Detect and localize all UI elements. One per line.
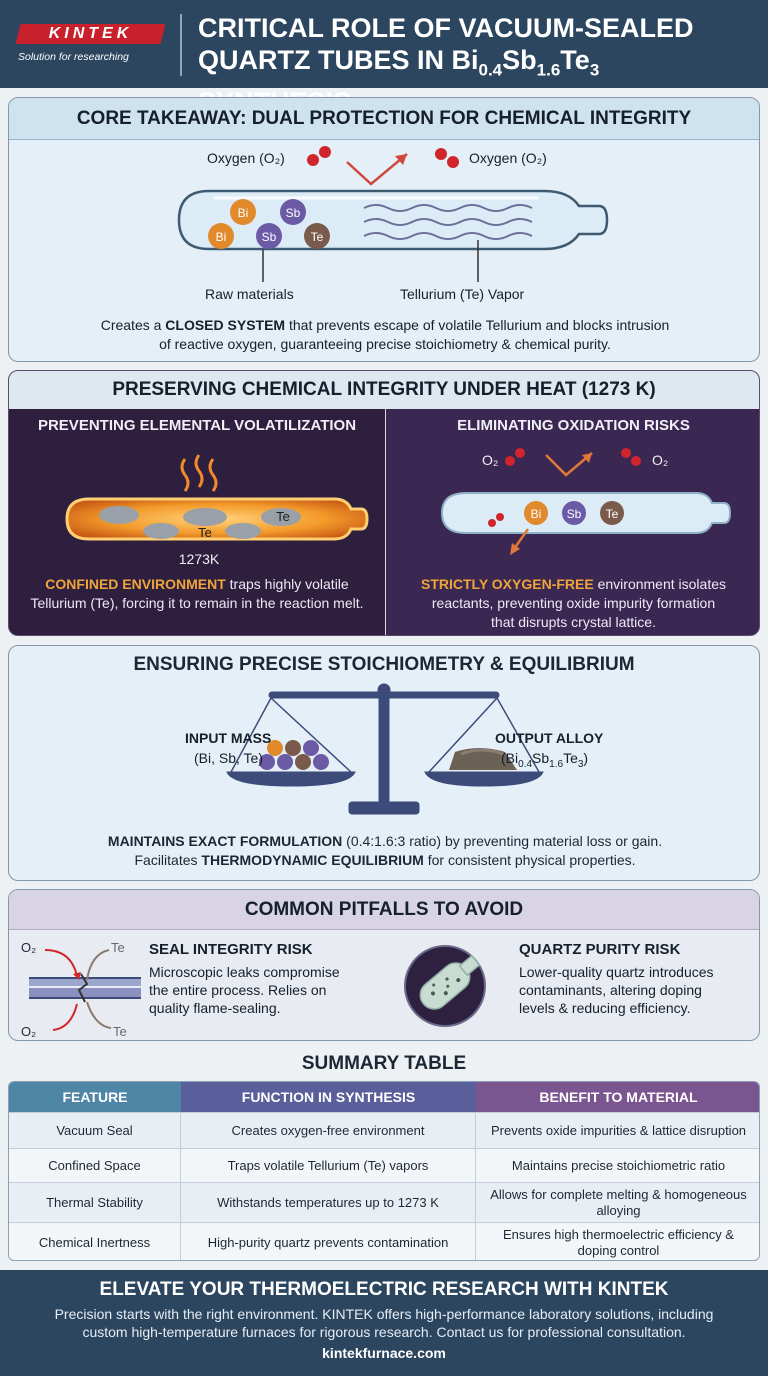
te-atom-icon xyxy=(304,223,330,249)
input-mass-atoms-icon xyxy=(259,740,329,770)
table-header-benefit: BENEFIT TO MATERIAL xyxy=(476,1082,759,1112)
balance-scale-diagram xyxy=(226,683,544,815)
footer-text: Precision starts with the right environm… xyxy=(54,1306,714,1340)
vapor-label: Tellurium (Te) Vapor xyxy=(400,286,525,302)
oxygen-label-left: Oxygen (O₂) xyxy=(207,150,285,166)
svg-text:Bi: Bi xyxy=(216,230,227,244)
sealed-tube-diagram: Bi Sb Bi Sb Te xyxy=(177,146,609,282)
logo-tagline: Solution for researching xyxy=(18,51,129,63)
bi-atom-icon xyxy=(524,501,548,525)
stoichiometry-panel: ENSURING PRECISE STOICHIOMETRY & EQUILIB… xyxy=(8,645,760,881)
svg-text:Te: Te xyxy=(113,1024,127,1039)
stoichiometry-heading: ENSURING PRECISE STOICHIOMETRY & EQUILIB… xyxy=(133,654,635,675)
oxidation-section: ELIMINATING OXIDATION RISKS O₂ O₂ Bi Sb … xyxy=(386,409,759,635)
oxygen-molecule-icon xyxy=(505,448,641,466)
bi-atom-icon xyxy=(230,199,256,225)
seal-risk-title: SEAL INTEGRITY RISK xyxy=(149,941,313,958)
oxygen-molecule-icon xyxy=(307,146,459,168)
quartz-contamination-icon xyxy=(404,945,486,1027)
vapor-waves-icon xyxy=(363,204,533,240)
volatilization-section: PREVENTING ELEMENTAL VOLATILIZATION xyxy=(9,409,385,635)
te-vapor-clouds-icon xyxy=(99,506,301,539)
svg-text:Te: Te xyxy=(276,509,290,524)
pitfalls-heading: COMMON PITFALLS TO AVOID xyxy=(9,890,759,930)
svg-text:O₂: O₂ xyxy=(21,1024,36,1039)
input-mass-sub: (Bi, Sb, Te) xyxy=(194,750,263,766)
title-line-1: CRITICAL ROLE OF VACUUM-SEALED xyxy=(198,13,694,43)
heated-tube-diagram: Te Te 1273K xyxy=(65,454,369,567)
oxygen-molecule-icon xyxy=(488,513,504,527)
core-takeaway-text: Creates a CLOSED SYSTEM that prevents es… xyxy=(100,317,670,352)
kintek-logo[interactable]: KINTEK Solution for researching xyxy=(15,24,166,66)
svg-text:Te: Te xyxy=(111,940,125,955)
sb-atom-icon xyxy=(256,223,282,249)
header: KINTEK Solution for researching CRITICAL… xyxy=(0,0,768,117)
core-takeaway-heading: CORE TAKEAWAY: DUAL PROTECTION FOR CHEMI… xyxy=(9,98,759,140)
svg-text:Sb: Sb xyxy=(567,507,582,521)
sb-atom-icon xyxy=(562,501,586,525)
core-takeaway-panel: CORE TAKEAWAY: DUAL PROTECTION FOR CHEMI… xyxy=(8,97,760,362)
oxygen-free-tube-diagram: O₂ O₂ Bi Sb Te xyxy=(440,448,732,555)
volatilization-title: PREVENTING ELEMENTAL VOLATILIZATION xyxy=(37,417,357,434)
svg-text:Te: Te xyxy=(311,230,324,244)
raw-materials-label: Raw materials xyxy=(205,286,294,302)
table-header-function: FUNCTION IN SYNTHESIS xyxy=(181,1082,476,1112)
oxidation-text: STRICTLY OXYGEN-FREE environment isolate… xyxy=(421,576,726,630)
footer: ELEVATE YOUR THERMOELECTRIC RESEARCH WIT… xyxy=(0,1270,768,1376)
summary-table: FEATURE FUNCTION IN SYNTHESIS BENEFIT TO… xyxy=(8,1081,760,1261)
raw-material-atoms: Bi Sb Bi Sb Te xyxy=(208,199,330,249)
deflect-arrow-icon xyxy=(545,452,593,477)
svg-text:Bi: Bi xyxy=(238,206,249,220)
output-alloy-sub: (Bi0.4Sb1.6Te3) xyxy=(501,750,589,770)
oxidation-title: ELIMINATING OXIDATION RISKS xyxy=(457,417,690,434)
deflect-arrow-icon xyxy=(346,153,408,186)
balance-scale-icon xyxy=(226,683,544,815)
sb-atom-icon xyxy=(280,199,306,225)
input-mass-title: INPUT MASS xyxy=(185,730,272,746)
svg-text:O₂: O₂ xyxy=(652,452,668,468)
output-alloy-ingot-icon xyxy=(449,748,517,770)
svg-text:O₂: O₂ xyxy=(482,452,498,468)
logo-text: KINTEK xyxy=(48,25,133,42)
heat-waves-icon xyxy=(180,454,218,492)
heat-panel: PRESERVING CHEMICAL INTEGRITY UNDER HEAT… xyxy=(8,370,760,636)
volatilization-text: CONFINED ENVIRONMENT traps highly volati… xyxy=(30,576,364,611)
heat-heading: PRESERVING CHEMICAL INTEGRITY UNDER HEAT… xyxy=(9,371,759,409)
svg-text:1273K: 1273K xyxy=(179,551,220,567)
output-alloy-title: OUTPUT ALLOY xyxy=(495,730,604,746)
table-header-feature: FEATURE xyxy=(9,1082,181,1112)
pitfalls-panel: COMMON PITFALLS TO AVOID O₂ Te O₂ Te SEA… xyxy=(8,889,760,1041)
seal-leak-icon: O₂ Te O₂ Te xyxy=(21,940,141,1039)
svg-text:Sb: Sb xyxy=(286,206,301,220)
website-link[interactable]: kintekfurnace.com xyxy=(322,1345,446,1361)
bi-atom-icon xyxy=(208,223,234,249)
footer-title: ELEVATE YOUR THERMOELECTRIC RESEARCH WIT… xyxy=(99,1279,669,1300)
quartz-risk-title: QUARTZ PURITY RISK xyxy=(519,941,681,958)
svg-text:O₂: O₂ xyxy=(21,940,36,955)
svg-text:Te: Te xyxy=(606,507,619,521)
te-atom-icon xyxy=(600,501,624,525)
section-divider xyxy=(385,409,387,635)
svg-text:Sb: Sb xyxy=(262,230,277,244)
svg-text:Bi: Bi xyxy=(531,507,542,521)
header-divider xyxy=(180,14,182,76)
summary-title: SUMMARY TABLE xyxy=(301,1053,467,1074)
svg-text:Te: Te xyxy=(198,525,212,540)
oxygen-label-right: Oxygen (O₂) xyxy=(469,150,547,166)
stoichiometry-text: MAINTAINS EXACT FORMULATION (0.4:1.6:3 r… xyxy=(107,833,663,868)
